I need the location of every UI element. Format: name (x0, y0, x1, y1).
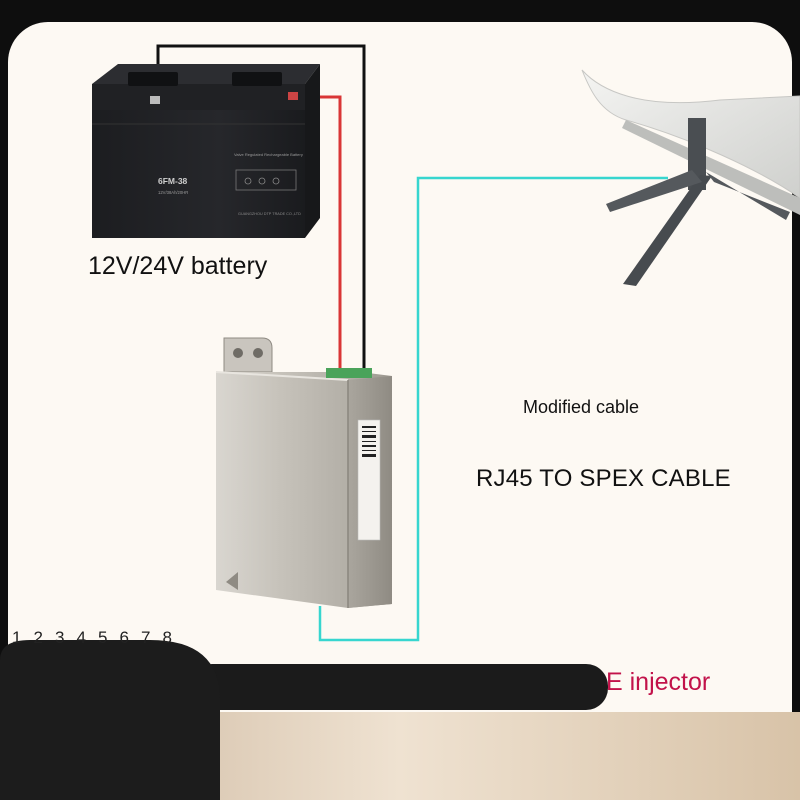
battery-brand-line: Valve Regulated Rechargeable Battery (234, 152, 303, 157)
overlay-corner (0, 640, 220, 800)
rj45-cable-caption: RJ45 TO SPEX CABLE (476, 465, 731, 492)
battery-maker: GUANGZHOU DTP TRADE CO.,LTD (238, 212, 301, 216)
cyan-cable (318, 176, 668, 642)
battery-spec: 12V/38Ah/20HR (158, 190, 188, 195)
port-number: 5 (98, 628, 108, 647)
battery-caption: 12V/24V battery (88, 252, 268, 280)
port-number: 1 (12, 628, 22, 647)
port-number: 2 (33, 628, 44, 647)
modified-cable-caption: Modified cable (523, 397, 640, 417)
port-number: 7 (141, 628, 151, 647)
battery-model: 6FM-38 (158, 176, 188, 186)
barcode (362, 426, 376, 457)
poe-injector-caption: E injector (606, 668, 711, 696)
overlay-bar (190, 664, 608, 710)
port-number: 3 (55, 628, 65, 647)
battery: 6FM-38 12V/38Ah/20HR Valve Regulated Rec… (92, 64, 320, 238)
port-number: 8 (162, 628, 173, 647)
port-number: 4 (76, 628, 87, 647)
port-number: 6 (119, 628, 130, 647)
satellite-dish (581, 69, 800, 286)
poe-injector (215, 337, 392, 608)
